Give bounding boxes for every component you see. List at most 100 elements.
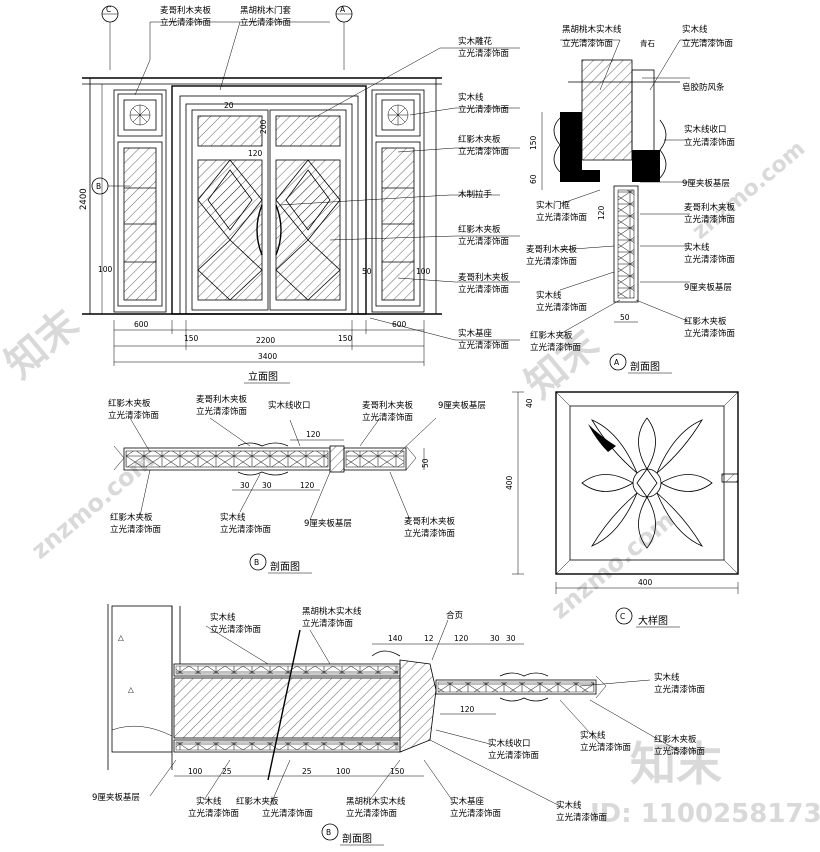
sec-a-dim-120: 120 [597, 205, 606, 220]
sec-b2-r1: 实木线 [654, 672, 680, 683]
elev-label-8: 麦哥利木夹板 [458, 272, 510, 283]
sec-b2-b1: 9厘夹板基层 [92, 792, 140, 803]
section-b-leaf-right [343, 447, 407, 471]
sec-b-t5: 9厘夹板基层 [438, 400, 486, 411]
sec-a-r2: 皂胶防风条 [682, 82, 725, 93]
dim-right-gap: 150 [338, 334, 353, 343]
dim-inner: 2200 [256, 336, 275, 345]
sec-b2-r1s: 立光清漆饰面 [654, 684, 706, 695]
sec-a-dim-150: 150 [529, 135, 538, 150]
sec-b2-m1s: 立光清漆饰面 [488, 750, 540, 761]
sec-b-t4s: 立光清漆饰面 [362, 412, 414, 423]
dim-total: 3400 [258, 352, 277, 361]
dim-left-gap: 150 [184, 334, 199, 343]
section-b-marker [249, 553, 267, 571]
sec-b-dim-120b: 120 [300, 481, 315, 490]
sec-a-r6: 实木线 [684, 242, 710, 253]
sec-b-b4: 麦哥利木夹板 [404, 516, 456, 527]
section-b2-view: △ △ 140 12 120 30 30 120 100 25 25 100 1… [92, 604, 706, 846]
watermark-site-mid: znzmo.com [546, 506, 680, 625]
sec-b2-dim-120b: 120 [460, 705, 475, 714]
elev-label-1s: 立光清漆饰面 [160, 17, 212, 28]
sec-b-t3: 实木线收口 [268, 400, 311, 411]
sec-b2-m1: 实木线收口 [488, 738, 531, 749]
sec-a-r1: 青石 [640, 38, 655, 48]
sec-a-l2s: 立光清漆饰面 [526, 256, 578, 267]
section-b-joint [329, 445, 345, 473]
sec-b2-dim-30a: 30 [490, 634, 500, 643]
sec-b2-dim-25b: 25 [302, 767, 312, 776]
dim-height: 2400 [79, 188, 89, 210]
pillar-title: 大样图 [638, 614, 668, 627]
section-marker-a-label: A [340, 5, 346, 14]
sec-b2-b6: 实木线 [556, 800, 582, 811]
section-a-door-leaf [613, 185, 639, 303]
right-side-panel [371, 89, 425, 313]
elev-label-4: 实木线 [458, 92, 484, 103]
section-b2-marker-label: B [326, 828, 331, 837]
sec-b2-dim-150: 150 [390, 767, 405, 776]
sec-a-dim-60: 60 [529, 174, 538, 184]
sec-a-r5s: 立光清漆饰面 [684, 214, 736, 225]
sec-b-t4: 麦哥利木夹板 [362, 400, 414, 411]
sec-b2-dim-25a: 25 [222, 767, 232, 776]
elev-label-3: 实木雕花 [458, 36, 493, 47]
pillar-dim-40: 40 [525, 398, 534, 408]
section-marker-c-label: C [106, 5, 111, 14]
elev-label-9s: 立光清漆饰面 [458, 340, 510, 351]
sec-b-dim-50: 50 [421, 458, 430, 468]
sec-b2-dim-100b: 100 [336, 767, 351, 776]
sec-b-b1s: 立光清漆饰面 [110, 524, 162, 535]
section-a-title: 剖面图 [630, 360, 660, 373]
sec-b2-dim-140: 140 [388, 634, 403, 643]
dim-right-side: 600 [392, 320, 407, 329]
elev-label-7: 红影木夹板 [458, 224, 501, 235]
sec-a-r5: 麦哥利木夹板 [684, 202, 736, 213]
sec-b-b1: 红影木夹板 [110, 512, 153, 523]
section-b2-door-leaf [435, 679, 597, 695]
section-a-view: 150 60 120 50 黑胡桃木实木线 立光清漆饰面 实木线 立光清漆饰面 … [526, 24, 736, 374]
sec-a-r6s: 立光清漆饰面 [684, 254, 736, 265]
sec-a-r8s: 立光清漆饰面 [684, 328, 736, 339]
pillar-marker [615, 607, 633, 625]
watermark-logo: 知末 [630, 737, 722, 791]
svg-text:△: △ [128, 685, 134, 694]
section-b2-main-frame [173, 677, 401, 739]
sec-b2-dim-100a: 100 [188, 767, 203, 776]
dim-50: 50 [362, 267, 372, 276]
watermark-brand-left: 知末 [0, 301, 88, 388]
elev-label-2s: 立光清漆饰面 [240, 17, 292, 28]
sec-a-l4: 红影木夹板 [530, 330, 573, 341]
sec-b-dim-120a: 120 [306, 430, 321, 439]
sec-a-r4: 9厘夹板基层 [682, 178, 730, 189]
door-leaf-left [191, 109, 269, 311]
pillar-outer-square [555, 391, 739, 575]
rosette-left [129, 104, 151, 126]
watermark-id: ID: 1100258173 [590, 799, 820, 829]
elev-label-8s: 立光清漆饰面 [458, 284, 510, 295]
section-b2-title: 剖面图 [342, 832, 372, 845]
elev-label-3s: 立光清漆饰面 [458, 48, 510, 59]
sec-b2-b4s: 立光清漆饰面 [346, 808, 398, 819]
dim-100-left: 100 [98, 265, 113, 274]
sec-b-dim-30b: 30 [262, 481, 272, 490]
elev-label-1: 麦哥利木夹板 [160, 5, 212, 16]
sec-b2-r3: 实木线 [580, 730, 606, 741]
sec-a-l1s: 立光清漆饰面 [536, 212, 588, 223]
elev-label-7s: 立光清漆饰面 [458, 236, 510, 247]
sec-b-dim-30a: 30 [240, 481, 250, 490]
sec-b2-dim-12: 12 [424, 634, 434, 643]
watermark-site-right: znzmo.com [688, 136, 810, 244]
sec-b2-b5s: 立光清漆饰面 [450, 808, 502, 819]
sec-a-r8: 红影木夹板 [684, 316, 727, 327]
sec-a-l4s: 立光清漆饰面 [530, 342, 582, 353]
door-handle-right [275, 204, 282, 256]
sec-b-t2: 麦哥利木夹板 [196, 394, 248, 405]
dim-left-side: 600 [134, 320, 149, 329]
elev-label-5: 红影木夹板 [458, 134, 501, 145]
sec-a-l3s: 立光清漆饰面 [536, 302, 588, 313]
elev-label-9: 实木基座 [458, 328, 493, 339]
sec-b2-t2s: 立光清漆饰面 [302, 618, 354, 629]
sec-b2-dim-30b: 30 [506, 634, 516, 643]
